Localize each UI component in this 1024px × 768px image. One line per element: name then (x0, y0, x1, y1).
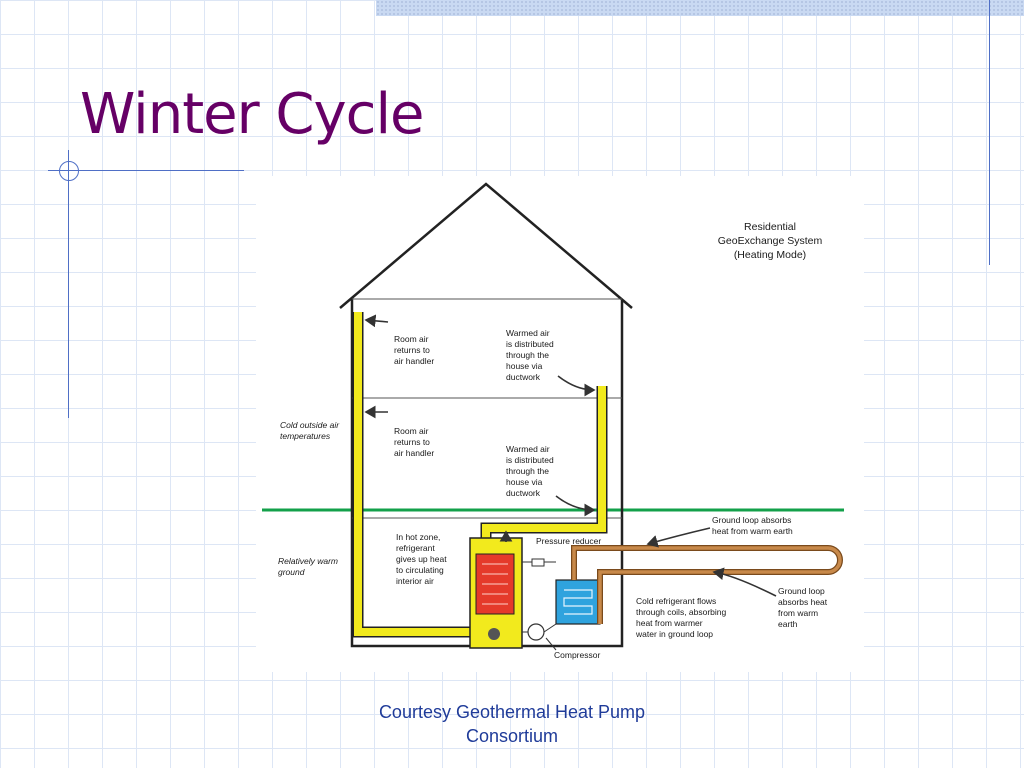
crosshair-icon (59, 161, 79, 181)
compressor-label: Compressor (554, 650, 600, 660)
label-line: interior air (396, 576, 434, 586)
label-line: to circulating (396, 565, 444, 575)
title-rule (48, 170, 244, 171)
system-label-line: Residential (744, 221, 796, 233)
slide-caption: Courtesy Geothermal Heat Pump Consortium (340, 700, 684, 748)
system-label-line: GeoExchange System (718, 235, 823, 247)
label-line: returns to (394, 345, 430, 355)
label-line: ductwork (506, 488, 541, 498)
room-air-upper-label: Room air returns to air handler (394, 334, 434, 366)
pressure-reducer-label: Pressure reducer (536, 536, 601, 546)
system-label: Residential GeoExchange System (Heating … (718, 221, 823, 261)
label-line: Relatively warm (278, 556, 338, 566)
right-rule (989, 0, 990, 265)
label-line: ductwork (506, 372, 541, 382)
arrow-loop-right (712, 567, 777, 597)
label-line: house via (506, 361, 543, 371)
label-line: Room air (394, 426, 429, 436)
cold-coil (555, 579, 601, 625)
left-rule (68, 150, 69, 418)
room-air-lower-label: Room air returns to air handler (394, 426, 434, 458)
caption-line: Courtesy Geothermal Heat Pump (378, 702, 646, 722)
warmed-air-lower-label: Warmed air is distributed through the ho… (506, 444, 554, 498)
label-line: absorbs heat (778, 597, 828, 607)
label-line: through the (506, 466, 549, 476)
arrow-warmed-air-upper (557, 375, 596, 397)
compressor-icon (527, 623, 545, 641)
label-line: house via (506, 477, 543, 487)
label-line: Warmed air (506, 328, 550, 338)
label-line: earth (778, 619, 798, 629)
caption-line: Consortium (465, 726, 559, 746)
label-line: water in ground loop (635, 629, 713, 639)
warm-ground-label: Relatively warm ground (278, 556, 338, 577)
header-band (376, 0, 1024, 16)
label-line: Cold outside air (280, 420, 340, 430)
fan-icon (488, 628, 500, 640)
cold-refrigerant-label: Cold refrigerant flows through coils, ab… (635, 596, 727, 639)
ground-loop-right-label: Ground loop absorbs heat from warm earth (778, 586, 828, 629)
arrow-warmed-air-lower (555, 495, 596, 517)
label-line: Ground loop (778, 586, 825, 596)
label-line: from warm (778, 608, 818, 618)
geoexchange-diagram: Residential GeoExchange System (Heating … (256, 176, 864, 672)
arrow-compressor (545, 637, 557, 651)
arrow-loop-top (646, 527, 711, 548)
label-line: air handler (394, 356, 434, 366)
label-line: through the (506, 350, 549, 360)
pressure-reducer-icon (531, 558, 545, 567)
cold-outside-label: Cold outside air temperatures (280, 420, 340, 441)
warmed-air-upper-label: Warmed air is distributed through the ho… (506, 328, 554, 382)
label-line: is distributed (506, 455, 554, 465)
label-line: In hot zone, (396, 532, 440, 542)
hot-zone-label: In hot zone, refrigerant gives up heat t… (396, 532, 447, 586)
label-line: temperatures (280, 431, 331, 441)
label-line: heat from warm earth (712, 526, 793, 536)
label-line: heat from warmer (636, 618, 703, 628)
ground-loop-top-label: Ground loop absorbs heat from warm earth (712, 515, 793, 536)
label-line: is distributed (506, 339, 554, 349)
slide-title: Winter Cycle (80, 82, 424, 147)
label-line: gives up heat (396, 554, 447, 564)
label-line: Ground loop absorbs (712, 515, 791, 525)
label-line: Warmed air (506, 444, 550, 454)
label-line: Cold refrigerant flows (636, 596, 716, 606)
label-line: through coils, absorbing (636, 607, 727, 617)
label-line: air handler (394, 448, 434, 458)
label-line: Room air (394, 334, 429, 344)
supply-duct (480, 386, 608, 544)
system-label-line: (Heating Mode) (734, 249, 806, 261)
label-line: returns to (394, 437, 430, 447)
label-line: ground (278, 567, 305, 577)
label-line: refrigerant (396, 543, 435, 553)
arrow-room-air-upper (364, 314, 389, 328)
